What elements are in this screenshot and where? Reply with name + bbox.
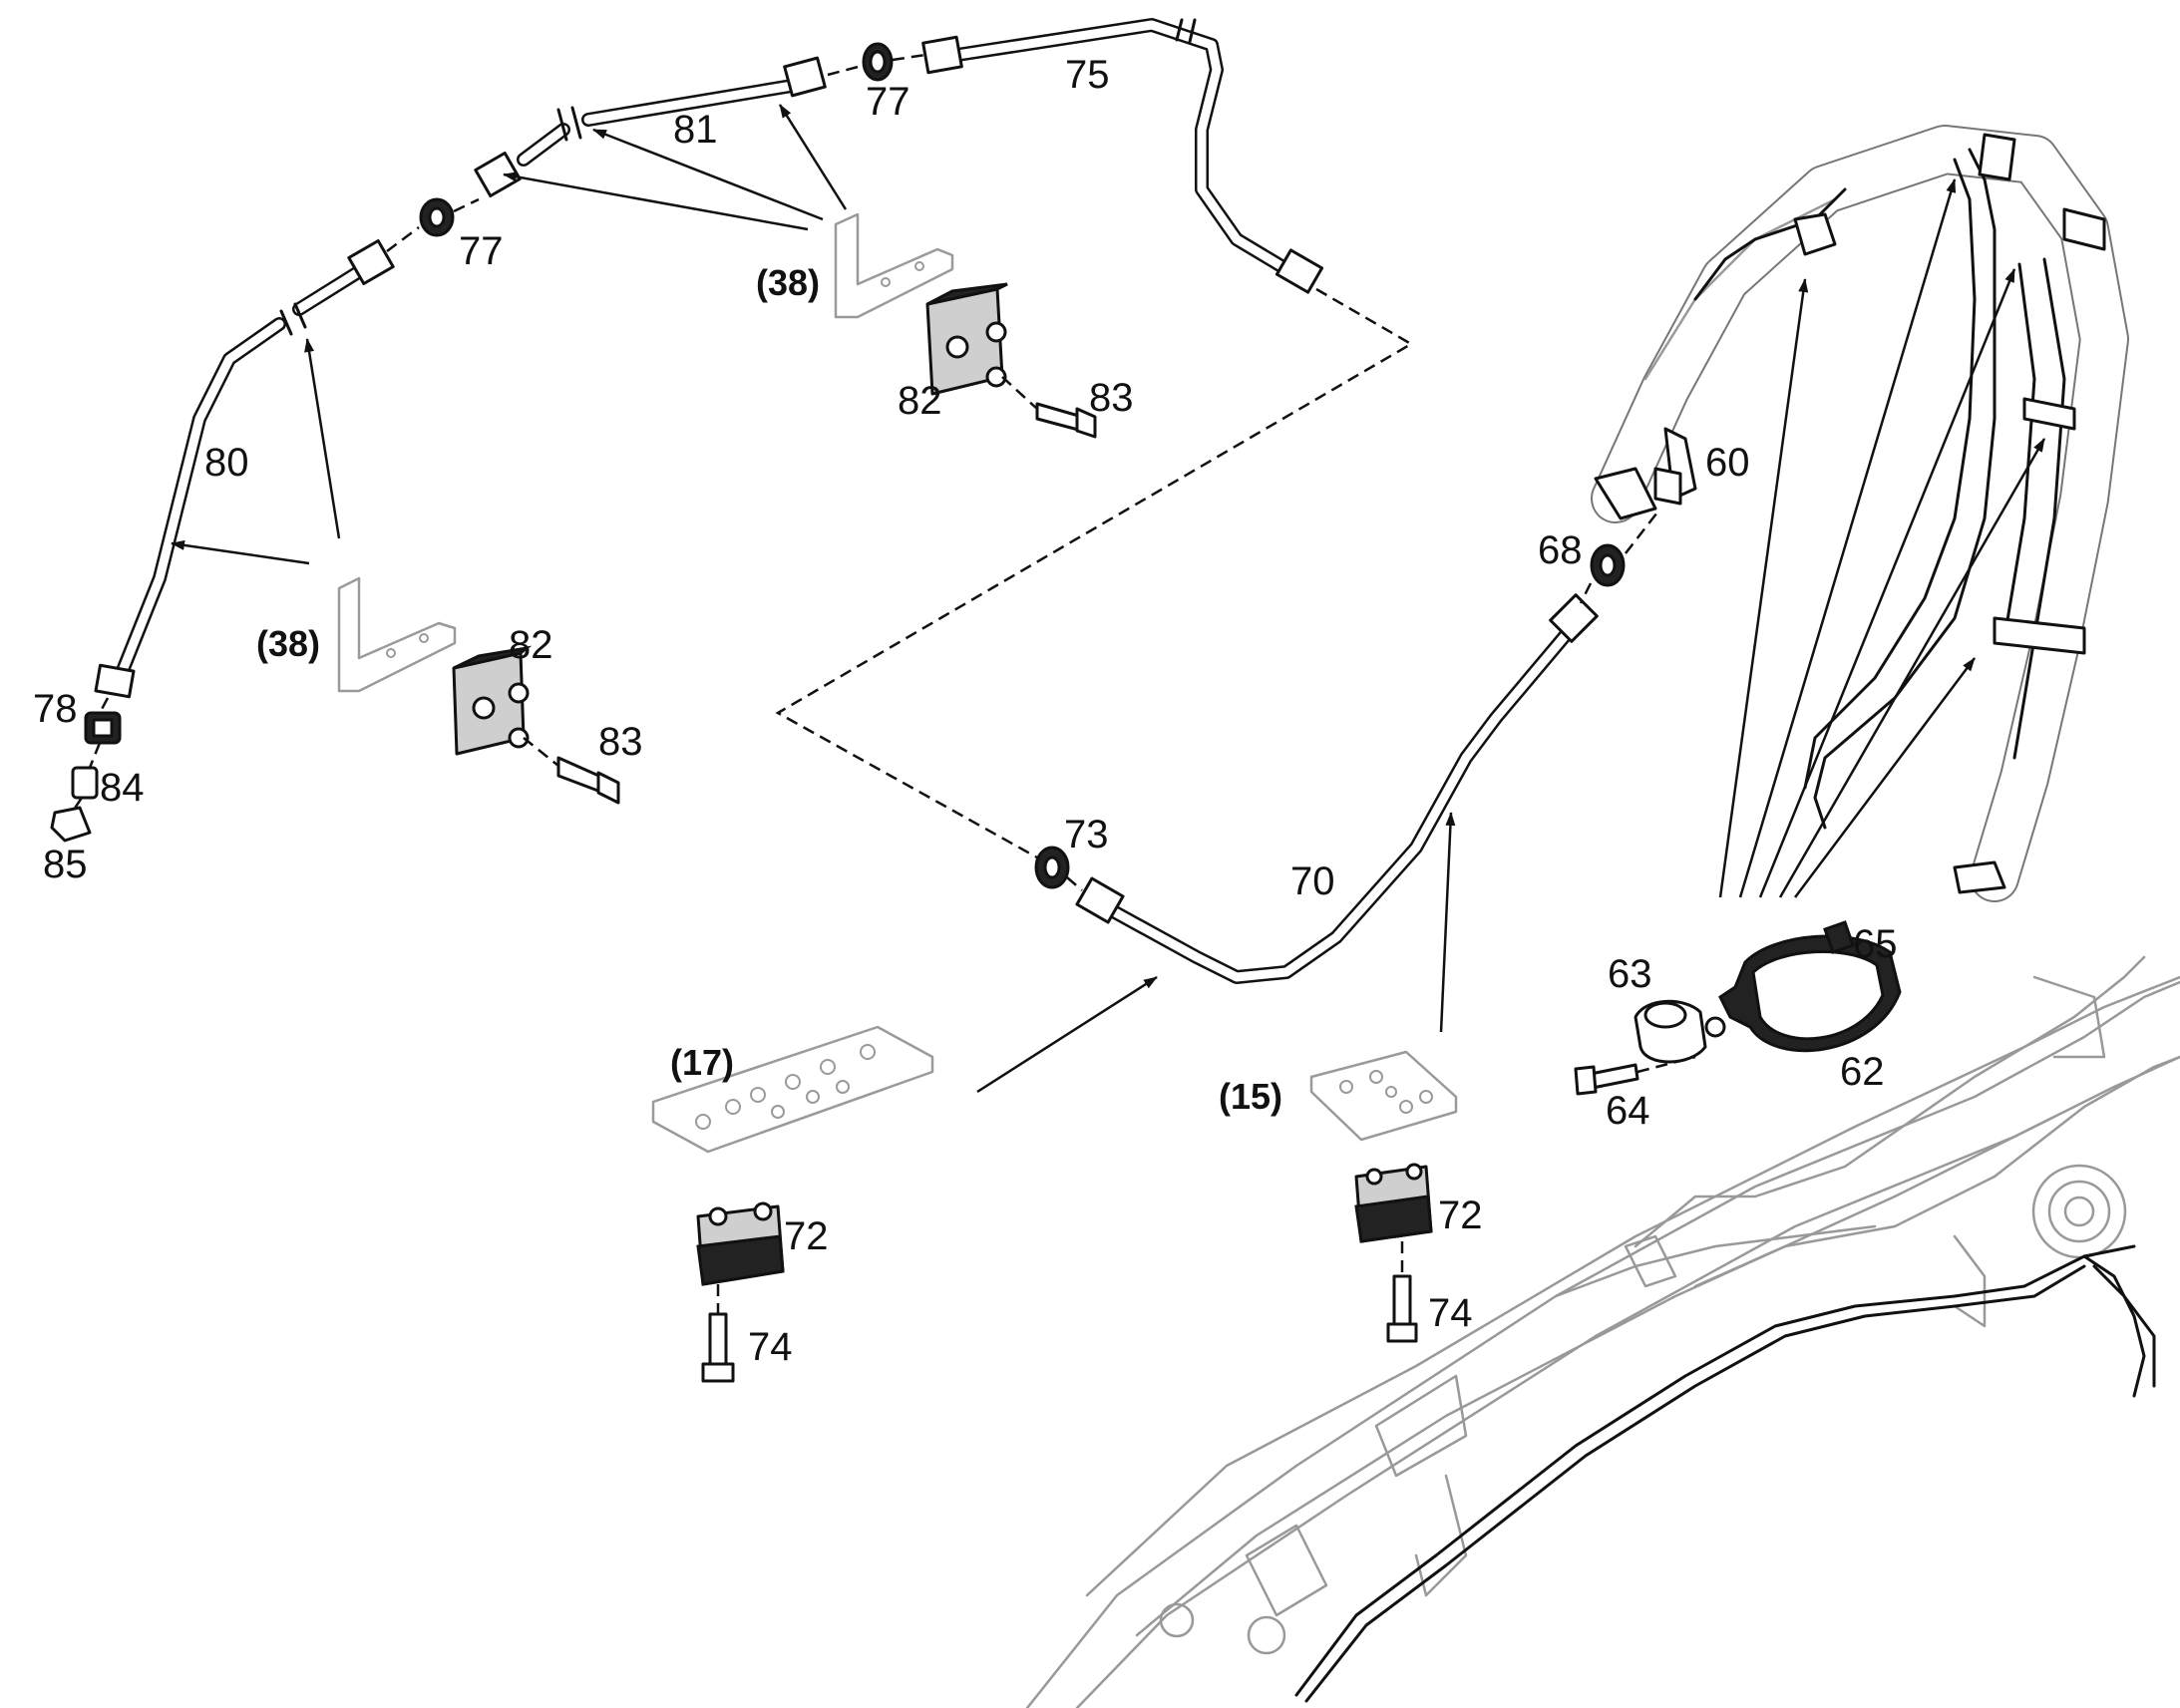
label-81: 81 — [673, 108, 718, 152]
label-62: 62 — [1840, 1050, 1885, 1094]
label-82-upper: 82 — [898, 379, 942, 423]
boom-hose-bundle — [1591, 125, 2129, 902]
label-72-right: 72 — [1438, 1194, 1483, 1237]
label-83-upper: 83 — [1089, 376, 1134, 420]
label-78: 78 — [33, 687, 78, 731]
ref-17: (17) — [670, 1042, 734, 1083]
label-60: 60 — [1705, 441, 1750, 485]
clamp-72-right — [1354, 1163, 1433, 1343]
label-74-left: 74 — [748, 1325, 793, 1369]
label-77-mid: 77 — [459, 229, 504, 273]
clamp-82-upper — [925, 282, 1097, 439]
label-82-lower: 82 — [509, 623, 553, 667]
label-65: 65 — [1853, 922, 1898, 966]
label-64: 64 — [1606, 1089, 1650, 1133]
bracket-38-upper — [503, 104, 954, 319]
dashed-route-connector — [775, 287, 1414, 859]
part-labels: 60 62 63 64 65 68 70 72 72 73 74 74 75 7… — [33, 53, 1898, 1369]
label-72-left: 72 — [784, 1214, 829, 1258]
label-63: 63 — [1608, 952, 1652, 996]
clamp-72-left — [696, 1201, 785, 1383]
label-85: 85 — [43, 843, 88, 886]
label-77-top: 77 — [866, 80, 910, 124]
label-75: 75 — [1065, 53, 1110, 97]
hose-clamp-62-assembly — [1574, 920, 1902, 1096]
pipe-70-assembly — [1034, 508, 1661, 984]
label-70: 70 — [1290, 859, 1335, 903]
dash-connectors-upper — [70, 53, 926, 814]
bracket-38-lower — [171, 338, 457, 693]
label-73: 73 — [1064, 813, 1109, 856]
label-84: 84 — [100, 766, 145, 810]
label-80: 80 — [204, 441, 249, 485]
plate-17 — [651, 975, 1158, 1154]
plate-15 — [1309, 812, 1458, 1142]
label-68: 68 — [1538, 528, 1583, 572]
leader-lines-hose — [1718, 178, 2046, 898]
ref-38-upper: (38) — [756, 262, 820, 303]
excavator-boom-background — [1025, 955, 2180, 1708]
label-74-right: 74 — [1428, 1291, 1473, 1335]
ref-38-lower: (38) — [256, 623, 320, 664]
pipe-assembly-upper-left — [50, 18, 1324, 843]
label-83-lower: 83 — [598, 720, 643, 764]
clamp-82-lower — [452, 645, 620, 805]
ref-15: (15) — [1219, 1076, 1282, 1117]
